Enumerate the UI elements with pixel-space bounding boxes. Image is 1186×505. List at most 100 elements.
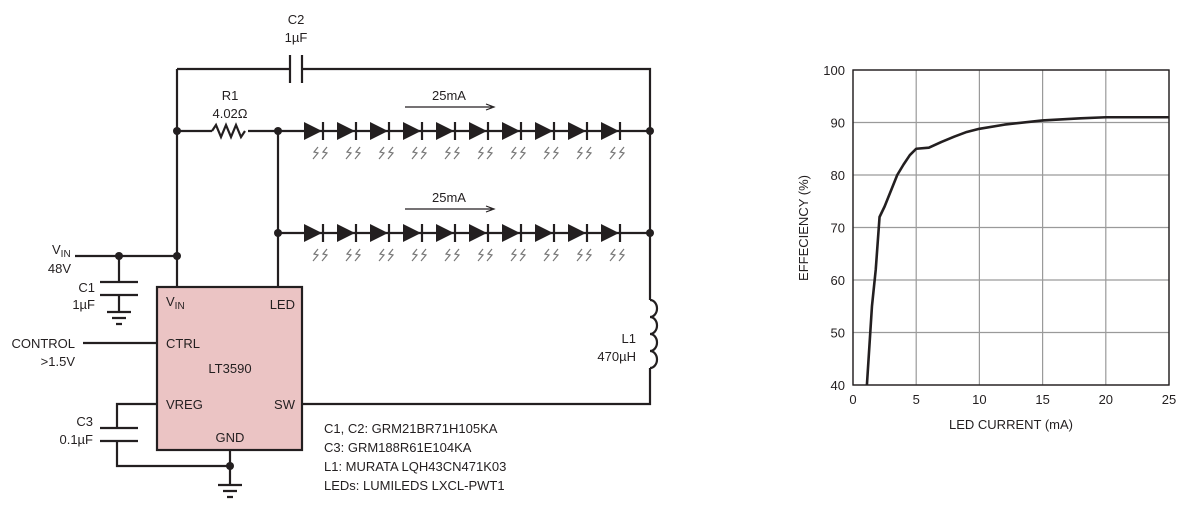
vin-value: 48V: [48, 261, 71, 276]
light-emission-icon: [378, 146, 395, 160]
capacitor-c3: [100, 426, 138, 443]
y-tick-label: 50: [831, 326, 845, 341]
wires: [75, 67, 652, 485]
ic-lt3590: [155, 285, 304, 452]
led-triangle: [469, 224, 487, 242]
light-emission-icon: [411, 146, 428, 160]
ic-name: LT3590: [208, 361, 251, 376]
light-emission-icon: [312, 248, 329, 262]
led-triangle: [337, 224, 355, 242]
pin-gnd: GND: [216, 430, 245, 445]
led-triangle: [370, 122, 388, 140]
light-emission-icon: [543, 146, 560, 160]
led-triangle: [502, 122, 520, 140]
light-emission-icon: [444, 248, 461, 262]
plot-frame: [852, 69, 1170, 386]
led-triangle: [568, 122, 586, 140]
l1-value: 470µH: [597, 349, 636, 364]
light-emission-icon: [609, 146, 626, 160]
led-icon: [399, 122, 432, 160]
pin-ctrl: CTRL: [166, 336, 200, 351]
l1-name: L1: [622, 331, 636, 346]
light-emission-icon: [345, 146, 362, 160]
led-icon: [465, 122, 498, 160]
led-triangle: [601, 224, 619, 242]
light-emission-icon: [378, 248, 395, 262]
ground-icon: [218, 483, 242, 499]
led-strings: [300, 122, 630, 262]
y-axis-label: EFFECIENCY (%): [796, 175, 811, 281]
light-emission-icon: [543, 248, 560, 262]
led-triangle: [469, 122, 487, 140]
led-icon: [498, 224, 531, 262]
led-triangle: [568, 224, 586, 242]
x-tick-label: 15: [1035, 392, 1049, 407]
led-triangle: [535, 224, 553, 242]
pin-vreg: VREG: [166, 397, 203, 412]
x-tick-label: 0: [849, 392, 856, 407]
pin-sw: SW: [274, 397, 296, 412]
note-line: C3: GRM188R61E104KA: [324, 440, 472, 455]
y-tick-label: 40: [831, 378, 845, 393]
light-emission-icon: [510, 146, 527, 160]
led-icon: [399, 224, 432, 262]
led-triangle: [436, 122, 454, 140]
led-icon: [597, 122, 630, 160]
led-triangle: [337, 122, 355, 140]
current-arrow: [405, 205, 496, 213]
note-line: C1, C2: GRM21BR71H105KA: [324, 421, 498, 436]
light-emission-icon: [576, 248, 593, 262]
y-tick-label: 90: [831, 116, 845, 131]
led-icon: [531, 224, 564, 262]
light-emission-icon: [312, 146, 329, 160]
c1-name: C1: [78, 280, 95, 295]
light-emission-icon: [609, 248, 626, 262]
light-emission-icon: [477, 248, 494, 262]
x-tick-label: 20: [1099, 392, 1113, 407]
current-arrow: [405, 103, 496, 111]
control-label: CONTROL: [11, 336, 75, 351]
capacitor-c1: [100, 280, 138, 297]
led-icon: [564, 122, 597, 160]
led-triangle: [304, 224, 322, 242]
junction-dots: [115, 127, 654, 470]
pin-vin: VIN: [166, 294, 185, 312]
led-triangle: [403, 224, 421, 242]
led-icon: [531, 122, 564, 160]
light-emission-icon: [345, 248, 362, 262]
led-triangle: [370, 224, 388, 242]
resistor-r1: [211, 122, 246, 140]
note-line: L1: MURATA LQH43CN471K03: [324, 459, 506, 474]
efficiency-line: [865, 115, 1169, 386]
r1-name: R1: [222, 88, 239, 103]
x-tick-label: 25: [1162, 392, 1176, 407]
c3-name: C3: [76, 414, 93, 429]
light-emission-icon: [576, 146, 593, 160]
led-icon: [432, 224, 465, 262]
current-bottom: 25mA: [432, 190, 466, 205]
led-icon: [333, 224, 366, 262]
led-icon: [366, 224, 399, 262]
y-tick-label: 80: [831, 168, 845, 183]
led-icon: [333, 122, 366, 160]
x-axis-label: LED CURRENT (mA): [949, 417, 1073, 432]
x-tick-label: 10: [972, 392, 986, 407]
pin-led: LED: [270, 297, 295, 312]
led-triangle: [403, 122, 421, 140]
led-icon: [597, 224, 630, 262]
led-icon: [564, 224, 597, 262]
led-triangle: [601, 122, 619, 140]
current-top: 25mA: [432, 88, 466, 103]
light-emission-icon: [510, 248, 527, 262]
c2-value: 1µF: [285, 30, 308, 45]
led-triangle: [502, 224, 520, 242]
inductor-l1: [649, 298, 659, 370]
c2-name: C2: [288, 12, 305, 27]
led-icon: [300, 122, 333, 160]
led-icon: [432, 122, 465, 160]
y-tick-label: 100: [823, 63, 845, 78]
y-tick-label: 70: [831, 221, 845, 236]
c3-value: 0.1µF: [59, 432, 93, 447]
ground-icon: [107, 310, 131, 326]
